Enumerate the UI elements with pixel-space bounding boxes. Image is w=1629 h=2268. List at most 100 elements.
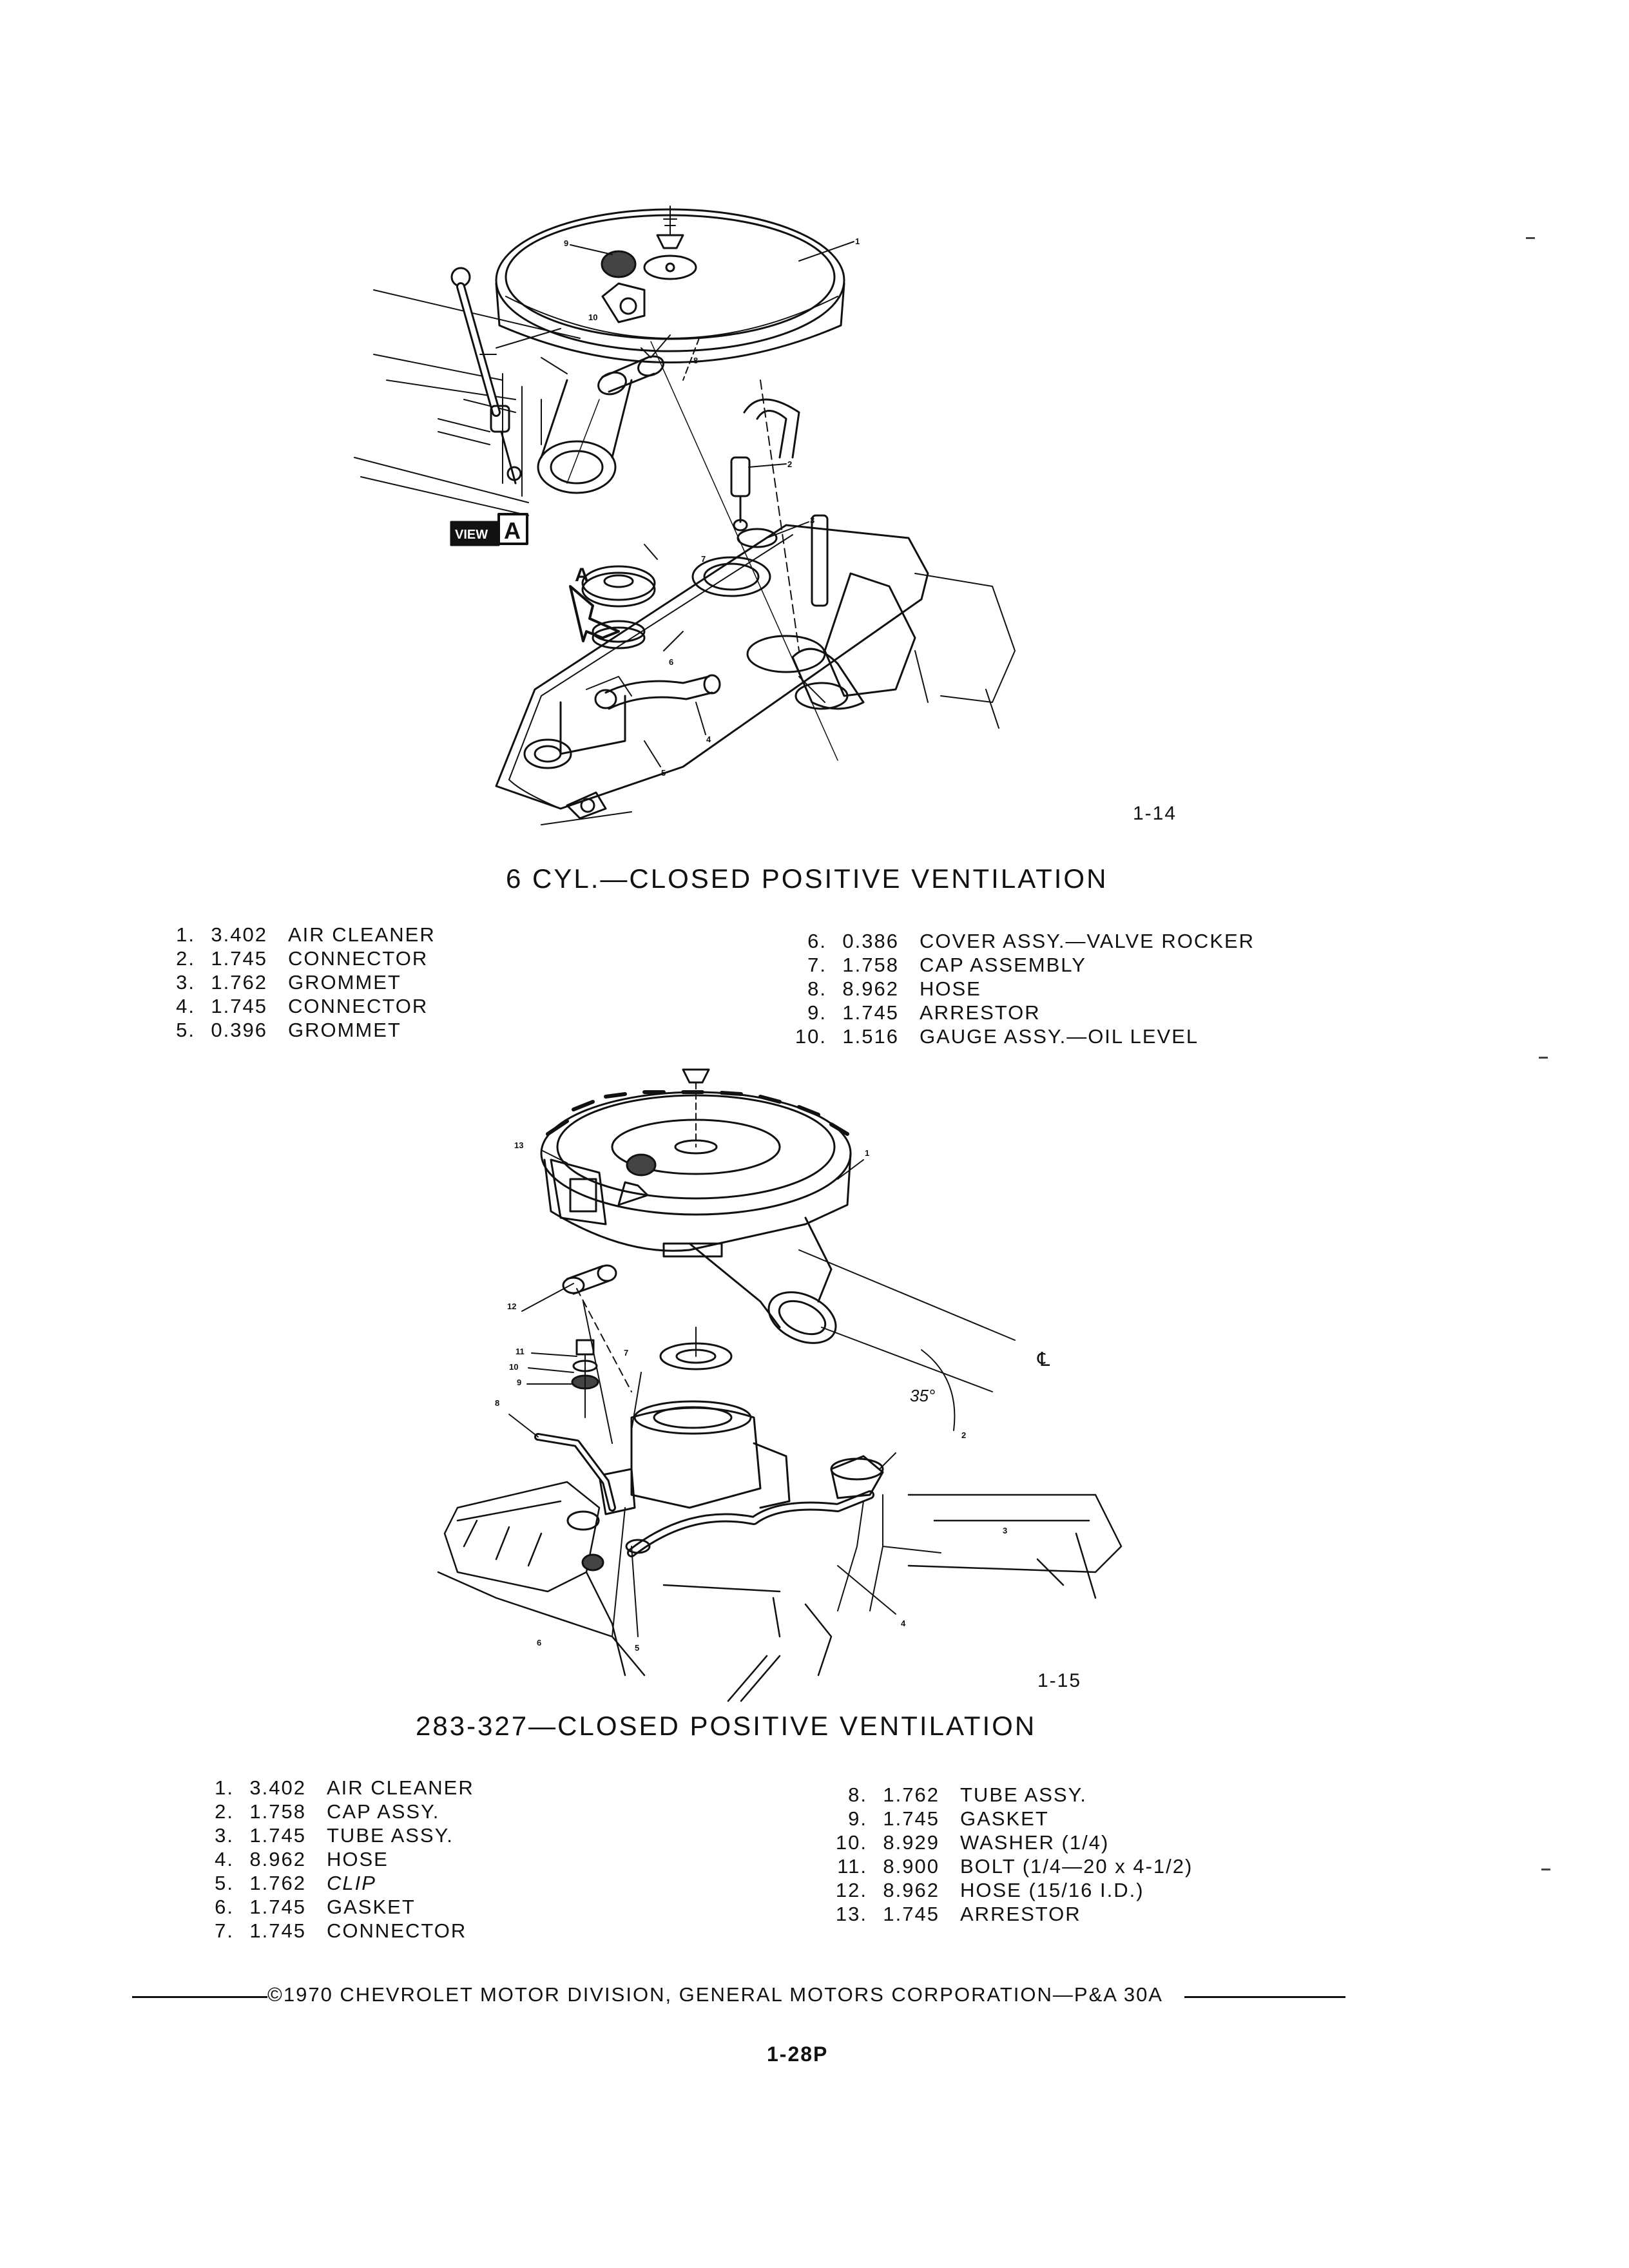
list-item: 9. 1.745 GASKET [830,1807,1193,1831]
part-desc: HOSE (15/16 I.D.) [960,1879,1144,1901]
bolt-and-washers [571,1339,599,1418]
margin-tick [1539,1057,1548,1059]
margin-tick [1526,237,1535,239]
cap-assy-2 [830,1455,884,1611]
fig1-callout-7: 7 [701,554,706,564]
fig1-callout-1: 1 [855,236,860,246]
part-desc: GAUGE ASSY.—OIL LEVEL [920,1025,1199,1048]
part-number: 1. [176,923,195,946]
part-number: 10. [795,1025,827,1048]
part-code: 1.758 [842,954,899,976]
part-number: 4. [176,995,195,1017]
section-title-6cyl: 6 CYL.—CLOSED POSITIVE VENTILATION [506,863,1108,894]
part-number: 7. [215,1919,234,1942]
part-number: 3. [215,1824,234,1847]
part-code: 3.402 [249,1776,306,1799]
fig1-callout-6: 6 [669,657,674,667]
list-item: 6. 0.386 COVER ASSY.—VALVE ROCKER [789,929,1255,953]
part-number: 13. [835,1903,867,1925]
part-code: 8.962 [883,1879,940,1901]
part-number: 6. [807,930,827,952]
part-number: 3. [176,971,195,994]
part-code: 1.516 [842,1025,899,1048]
figure-6cyl-illustration: VIEW A A [348,187,1186,844]
svg-text:A: A [575,564,589,586]
air-cleaner-6cyl [495,206,845,494]
part-number: 7. [807,954,827,976]
fig1-callout-8: 8 [693,356,699,365]
footer-rule-right [1184,1996,1345,1998]
part-desc: COVER ASSY.—VALVE ROCKER [920,930,1255,952]
part-code: 1.745 [883,1903,940,1925]
figure-283-327-illustration: 35° ℄ [419,1057,1147,1707]
hose-8 [597,355,664,396]
part-number: 1. [215,1776,234,1799]
fig1-callout-9: 9 [564,238,569,248]
part-desc: BOLT (1/4—20 x 4-1/2) [960,1855,1193,1878]
part-desc: CLIP [327,1872,376,1894]
part-code: 1.745 [249,1824,306,1847]
part-code: 0.386 [842,930,899,952]
part-code: 1.762 [883,1783,940,1806]
part-desc: GASKET [960,1807,1049,1830]
section-title-283-327: 283-327—CLOSED POSITIVE VENTILATION [416,1711,1037,1741]
valve-rocker-cover [495,514,1016,825]
part-desc: CONNECTOR [288,995,429,1017]
part-desc: HOSE [327,1848,389,1870]
part-code: 1.762 [249,1872,306,1894]
part-number: 8. [848,1783,867,1806]
part-code: 1.745 [842,1001,899,1024]
part-code: 1.745 [249,1896,306,1918]
part-desc: CONNECTOR [288,947,429,970]
list-item: 5. 1.762 CLIP [197,1871,474,1895]
part-number: 9. [848,1807,867,1830]
page-number: 1-28P [767,2042,829,2066]
list-item: 12. 8.962 HOSE (15/16 I.D.) [830,1878,1193,1902]
fig1-callout-5: 5 [661,768,666,778]
part-code: 1.762 [211,971,267,994]
fig1-callout-2: 2 [787,459,793,469]
part-desc: WASHER (1/4) [960,1831,1110,1854]
fig2-callout-1: 1 [865,1148,870,1158]
svg-text:℄: ℄ [1037,1349,1050,1370]
svg-text:35°: 35° [910,1386,935,1405]
list-item: 3. 1.762 GROMMET [158,970,436,994]
part-number: 12. [835,1879,867,1901]
margin-tick [1541,1869,1550,1870]
fig2-callout-10: 10 [509,1362,519,1372]
svg-text:A: A [504,517,521,544]
fig2-callout-4: 4 [901,1619,906,1628]
part-desc: GROMMET [288,1019,401,1041]
figure-number-1-15: 1-15 [1037,1670,1082,1691]
hose-12 [562,1264,617,1295]
part-number: 6. [215,1896,234,1918]
fig2-callout-6: 6 [537,1638,542,1648]
fig2-callout-7: 7 [624,1348,629,1358]
part-number: 10. [835,1831,867,1854]
part-number: 5. [215,1872,234,1894]
footer-copyright: ©1970 CHEVROLET MOTOR DIVISION, GENERAL … [267,1983,1163,2006]
fig2-callout-13: 13 [514,1140,524,1150]
part-desc: GROMMET [288,971,401,994]
connector-2 [730,398,800,532]
part-desc: CAP ASSEMBLY [920,954,1086,976]
dipstick-gauge [450,267,561,485]
part-desc: GASKET [327,1896,416,1918]
air-cleaner-v8 [540,1068,852,1344]
fig1-callout-4: 4 [706,735,711,744]
svg-text:VIEW: VIEW [455,528,488,542]
part-desc: CAP ASSY. [327,1800,440,1823]
part-code: 8.962 [249,1848,306,1870]
part-code: 1.745 [883,1807,940,1830]
fig2-callout-9: 9 [517,1378,522,1387]
fig2-callout-12: 12 [507,1302,517,1311]
fig2-callout-8: 8 [495,1398,500,1408]
